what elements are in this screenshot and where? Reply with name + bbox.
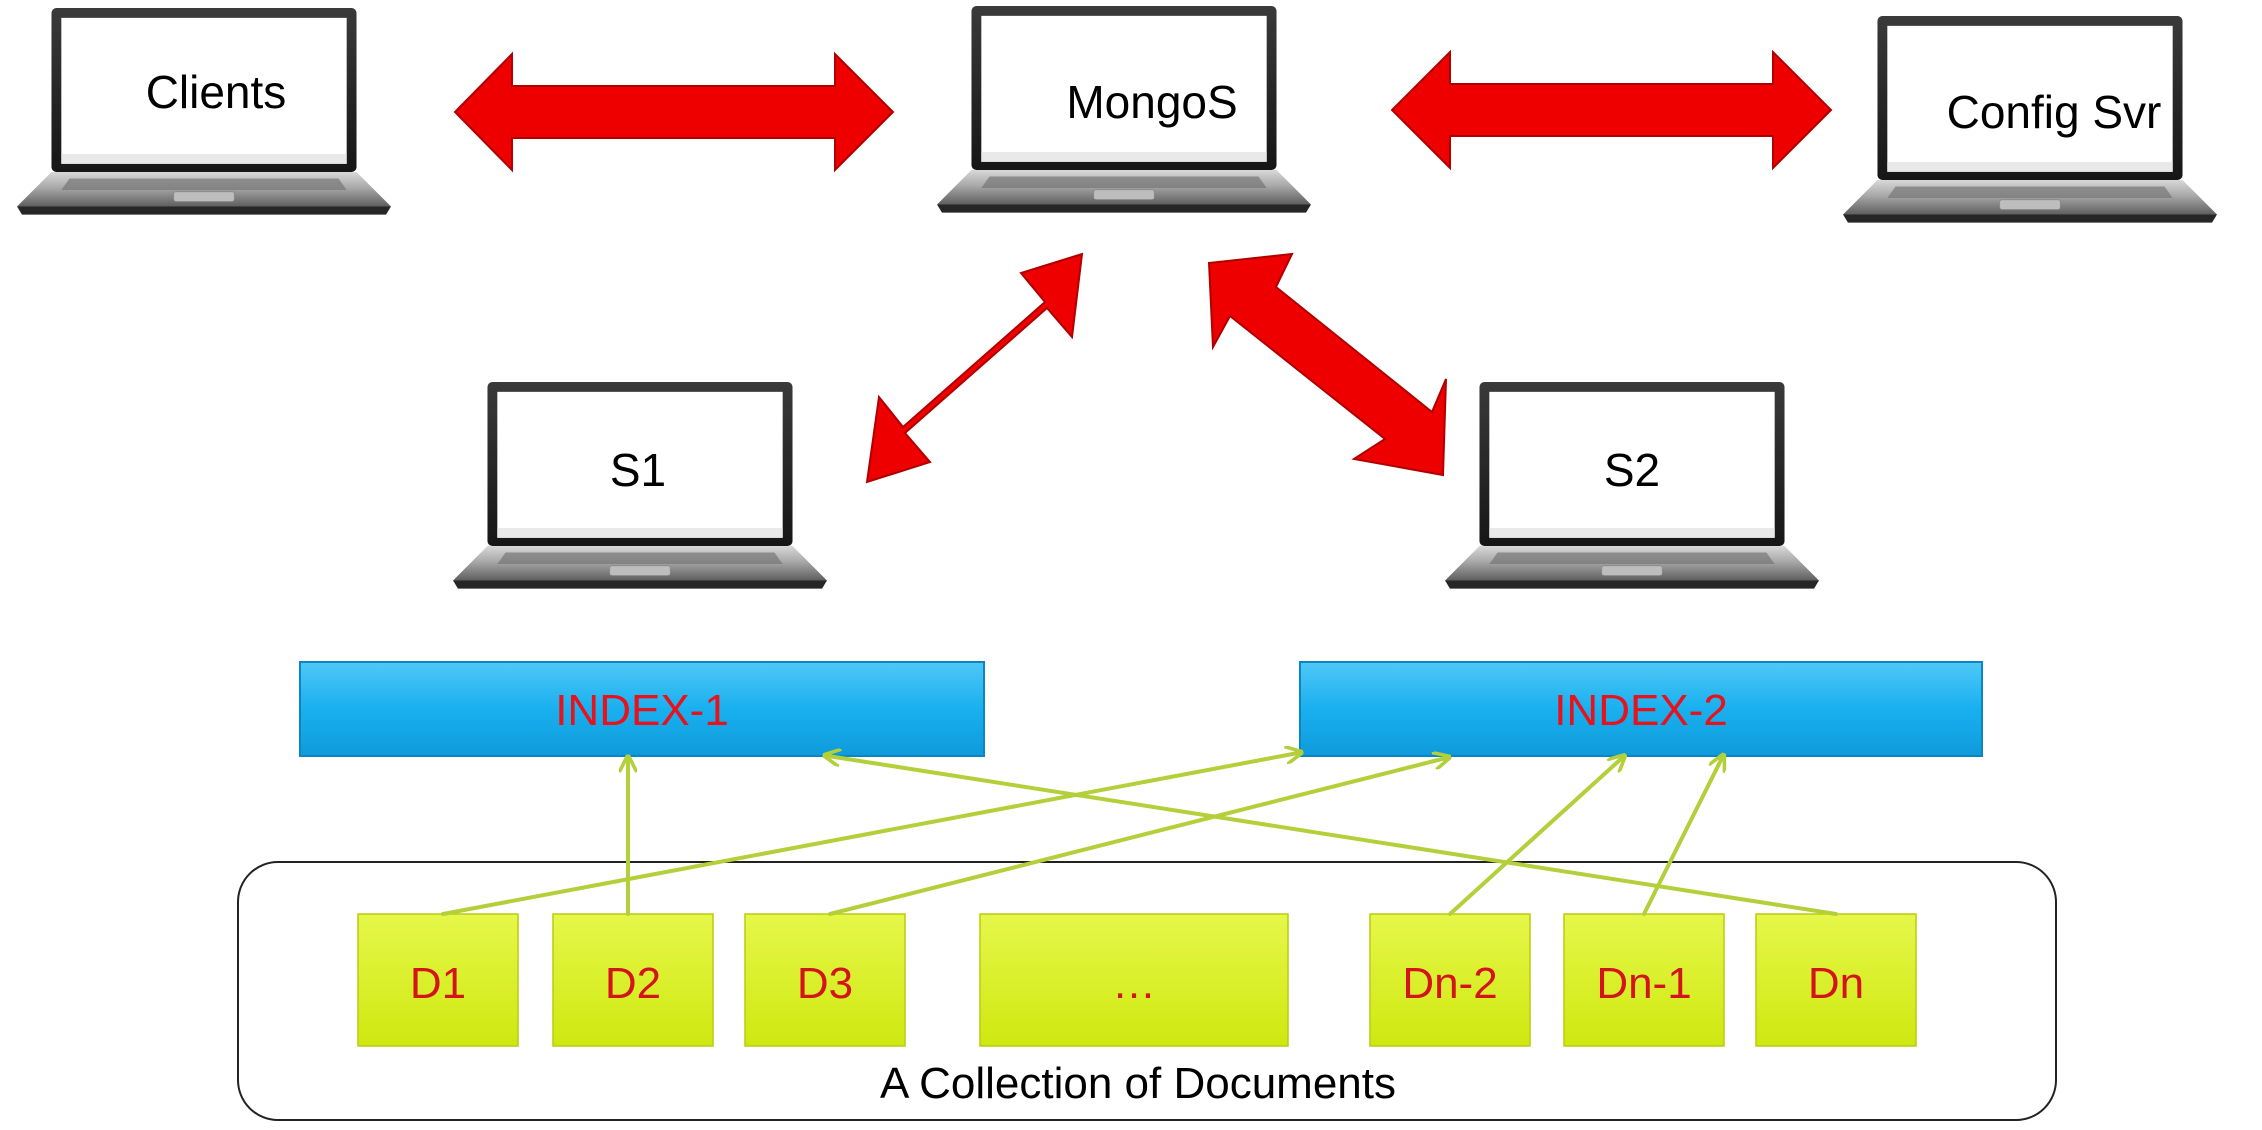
- index-2-label: INDEX-2: [1554, 686, 1728, 735]
- document-label: D2: [605, 959, 661, 1008]
- document-dn-2: Dn-2: [1369, 913, 1531, 1047]
- index-2-bar: INDEX-2: [1299, 661, 1983, 757]
- document-d1: D1: [357, 913, 519, 1047]
- config-label: Config Svr: [1947, 86, 2162, 138]
- document-label: Dn: [1808, 959, 1864, 1008]
- index-1-label: INDEX-1: [555, 686, 729, 735]
- link-d1-index-2: [441, 753, 1298, 916]
- document-label: Dn-1: [1596, 959, 1691, 1008]
- document-ellipsis: …: [979, 913, 1289, 1047]
- document-label: Dn-2: [1402, 959, 1497, 1008]
- double-arrow-icon: [1390, 49, 1833, 171]
- document-label: D3: [797, 959, 853, 1008]
- document-label: …: [1112, 959, 1156, 1008]
- link-d3-index-2: [828, 758, 1446, 916]
- link-dn-2-index-2: [1448, 758, 1622, 916]
- index-1-bar: INDEX-1: [299, 661, 985, 757]
- link-dn-index-1: [828, 756, 1838, 916]
- link-dn-1-index-2: [1642, 758, 1722, 916]
- s2-label: S2: [1604, 444, 1660, 496]
- double-arrow-icon: [1207, 252, 1447, 477]
- document-d3: D3: [744, 913, 906, 1047]
- collection-label: A Collection of Documents: [880, 1059, 1396, 1108]
- double-arrow-icon: [865, 252, 1084, 484]
- document-d2: D2: [552, 913, 714, 1047]
- mongos-label: MongoS: [1066, 76, 1237, 128]
- s1-label: S1: [610, 444, 666, 496]
- double-arrow-icon: [453, 51, 895, 173]
- document-dn-1: Dn-1: [1563, 913, 1725, 1047]
- clients-label: Clients: [146, 66, 287, 118]
- document-dn: Dn: [1755, 913, 1917, 1047]
- document-label: D1: [410, 959, 466, 1008]
